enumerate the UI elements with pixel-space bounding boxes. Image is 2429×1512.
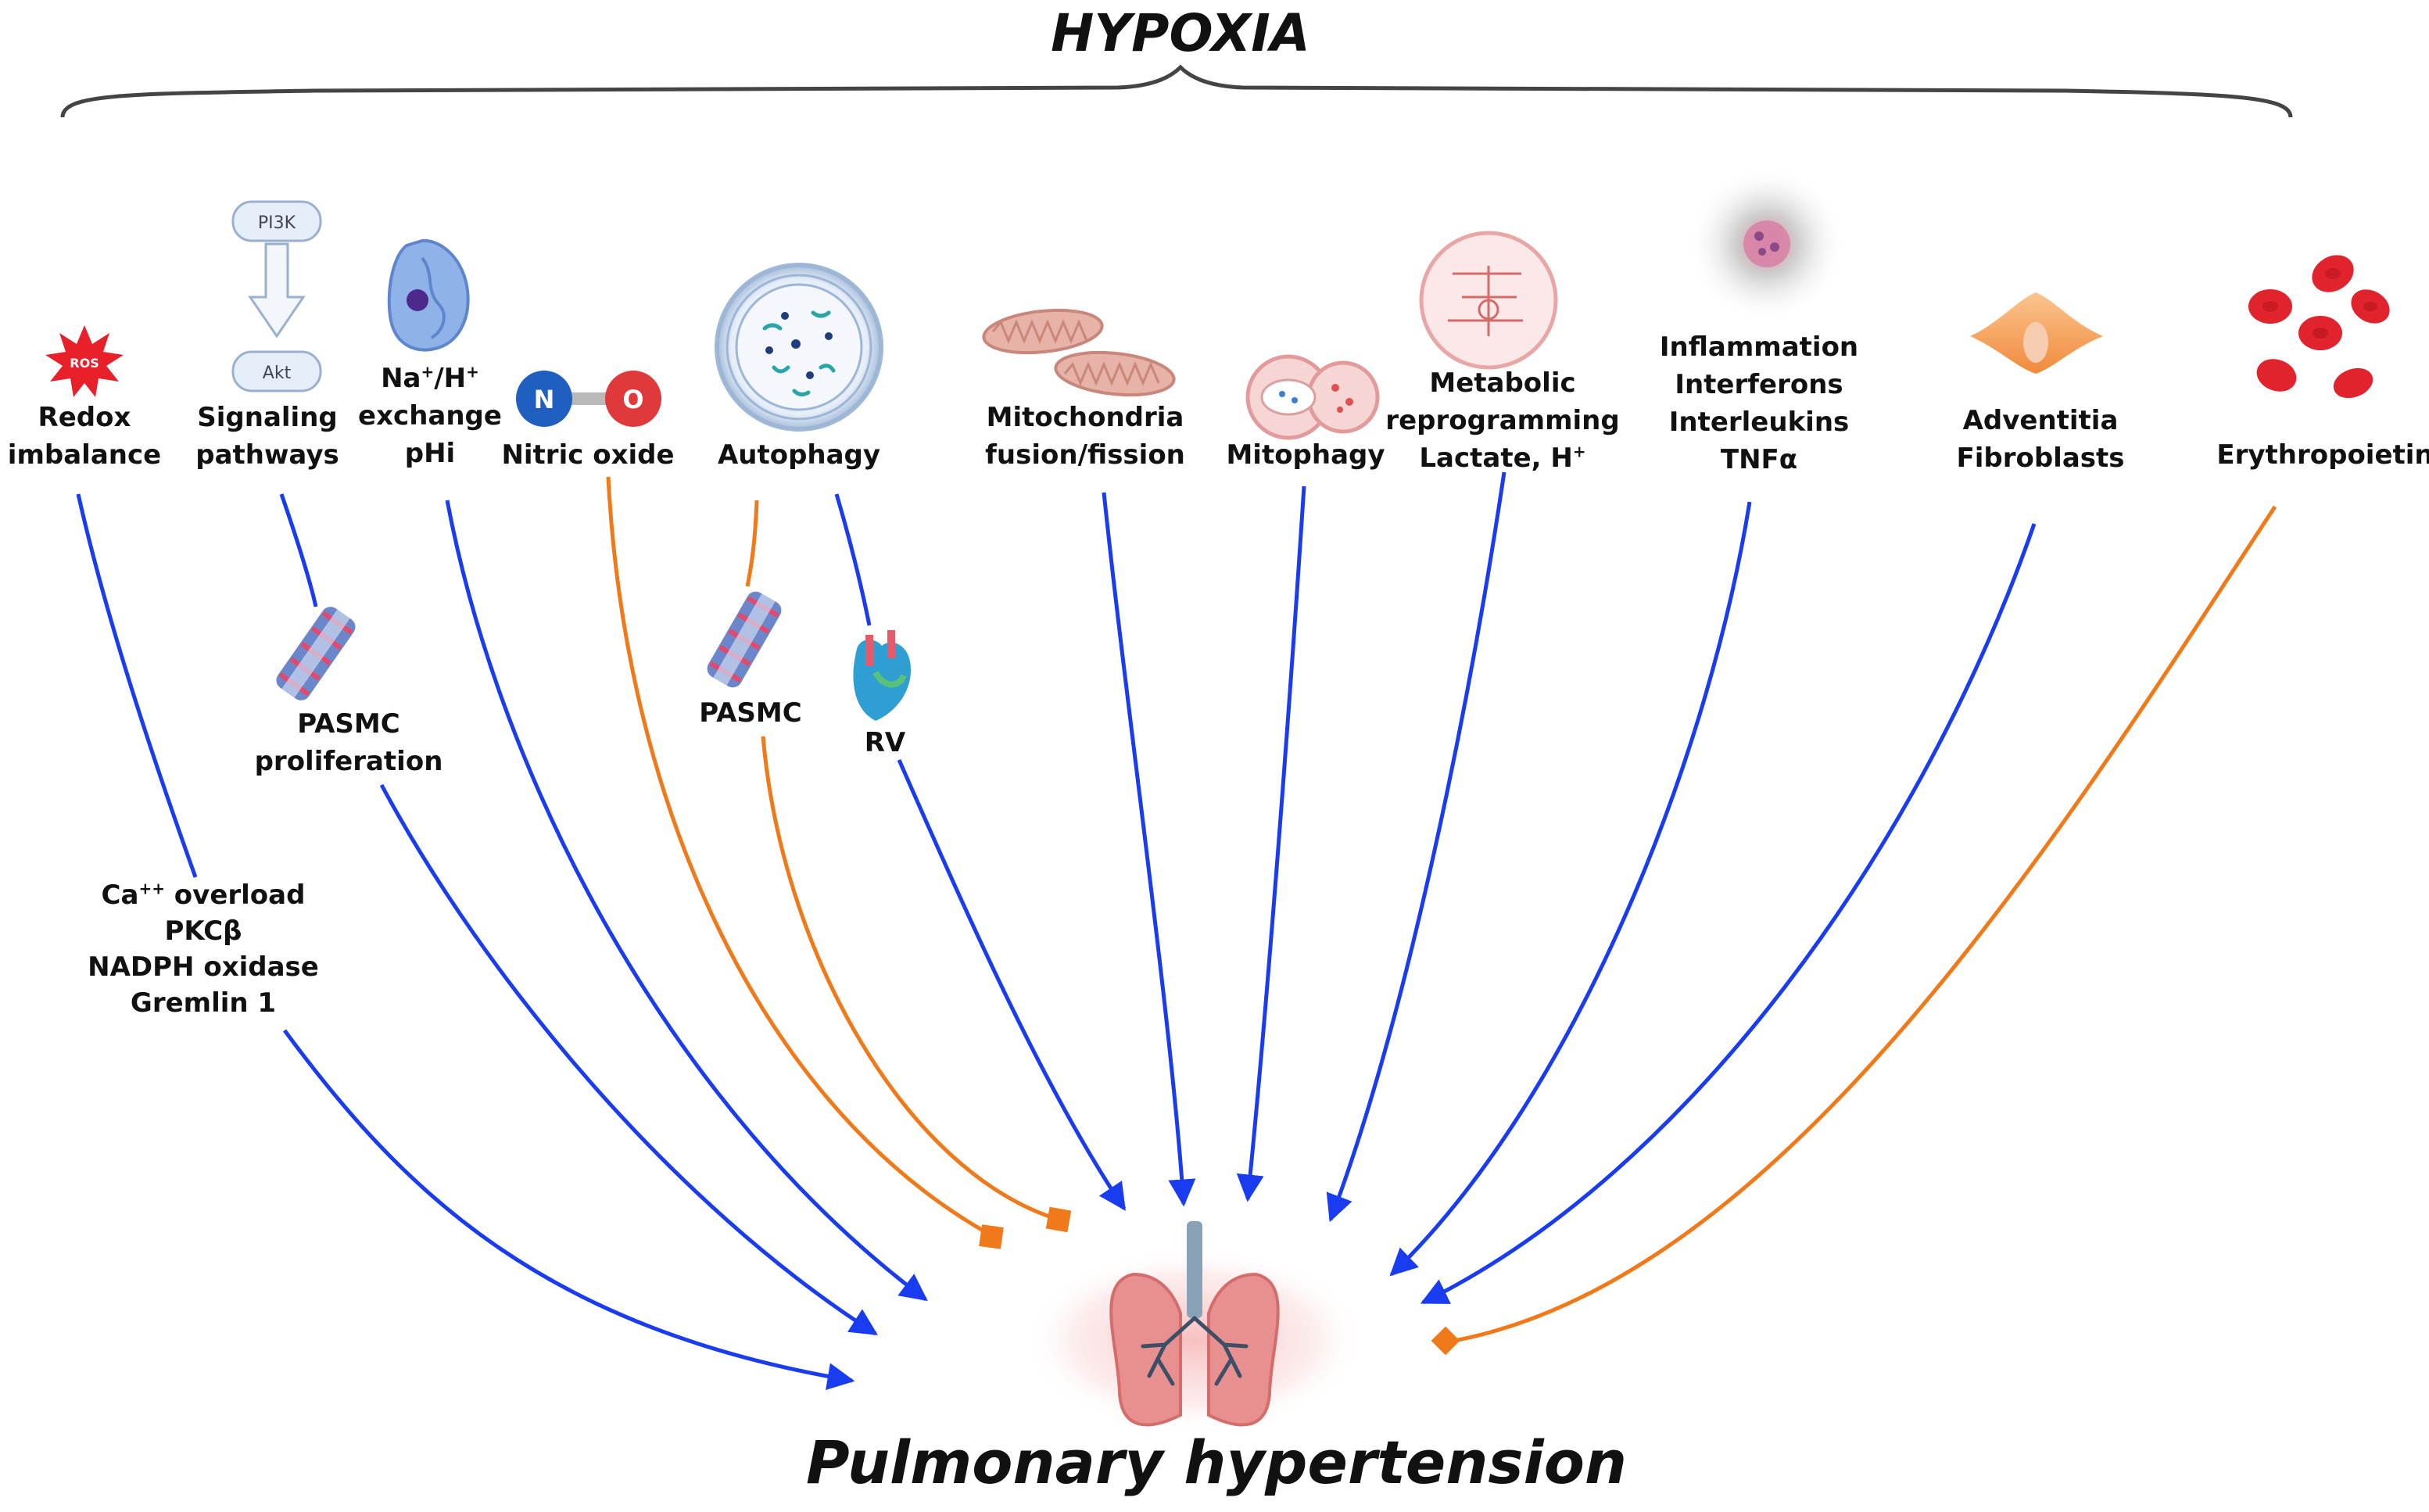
arrow-rv-to-ph <box>897 758 1127 1211</box>
arrow-pasmc-prolif-to-ph <box>379 783 878 1336</box>
arrow-autophagy-to-rv <box>834 493 872 626</box>
label-autophagy: Autophagy <box>717 439 881 471</box>
pasmc-vessel-icon-2 <box>707 591 782 688</box>
mitochondria-icon <box>982 308 1176 397</box>
inhibit-autophagy-to-pasmc <box>745 500 759 587</box>
inhibit-epo-end <box>1431 1326 1460 1356</box>
inhibit-no-end <box>979 1224 1004 1249</box>
akt-label: Akt <box>263 364 292 383</box>
inhibit-epo-to-ph <box>1449 505 2277 1344</box>
nitric-oxide-molecule-icon <box>516 371 661 427</box>
arrow-inflammation-to-ph <box>1389 501 1752 1277</box>
arrow-nah-to-ph <box>445 500 928 1302</box>
label-erythropoietin: Erythropoietin <box>2216 439 2429 471</box>
arrow-mitophagy-to-ph <box>1236 485 1306 1202</box>
ros-burst-icon <box>45 325 124 397</box>
lungs-icon <box>1024 1221 1365 1432</box>
inhibit-pasmc-end <box>1045 1206 1072 1233</box>
pulmonary-hypertension-title: Pulmonary hypertension <box>805 1428 1628 1497</box>
label-nitric-oxide: Nitric oxide <box>501 439 675 471</box>
pi3k-label: PI3K <box>258 213 296 233</box>
arrow-signaling-to-pasmc <box>279 493 318 607</box>
arrow-metabolic-to-ph <box>1326 471 1506 1223</box>
fibroblast-icon <box>1970 292 2103 374</box>
arrow-mito-to-ph <box>1102 492 1196 1207</box>
hypoxia-brace <box>60 64 2293 118</box>
erythrocytes-icon <box>2248 255 2390 399</box>
inhibit-pasmc-to-ph <box>761 736 1059 1222</box>
no-o-label: O <box>622 385 643 414</box>
arrow-redox-to-ph <box>282 1029 855 1390</box>
label-mitophagy: Mitophagy <box>1226 439 1385 471</box>
arrow-redox-upper <box>76 493 198 878</box>
pasmc-vessel-icon <box>276 607 356 700</box>
no-n-label: N <box>534 385 555 414</box>
inflammation-cell-icon <box>1689 166 1845 322</box>
heart-rv-icon <box>853 630 911 721</box>
metabolism-diagram-icon <box>1419 231 1558 370</box>
hypoxia-title: HYPOXIA <box>1051 3 1310 63</box>
mitophagy-icon <box>1245 354 1380 440</box>
inhibit-no-to-ph <box>606 476 993 1238</box>
cell-icon <box>387 238 470 352</box>
arrow-adventitia-to-ph <box>1420 523 2037 1305</box>
pi3k-akt-icon <box>231 200 322 392</box>
label-rv: RV <box>864 727 906 758</box>
autophagosome-icon <box>715 263 883 432</box>
ros-label: ROS <box>70 356 99 371</box>
label-pasmc: PASMC <box>699 697 802 729</box>
